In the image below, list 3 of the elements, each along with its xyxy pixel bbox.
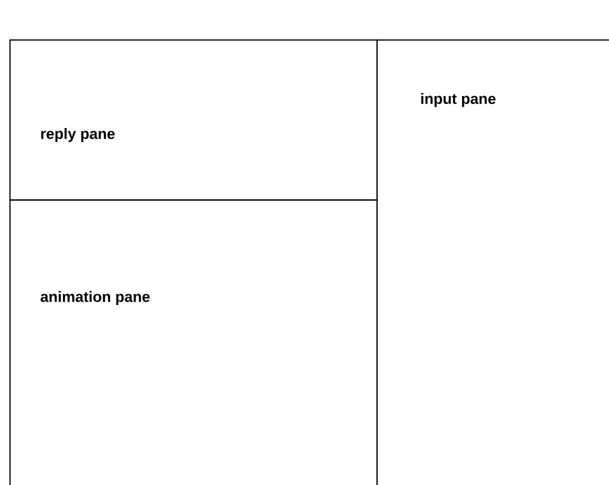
- pane-box: input pane: [376, 39, 609, 485]
- pane-box: reply pane: [9, 39, 378, 201]
- pane-box: animation pane: [9, 199, 378, 485]
